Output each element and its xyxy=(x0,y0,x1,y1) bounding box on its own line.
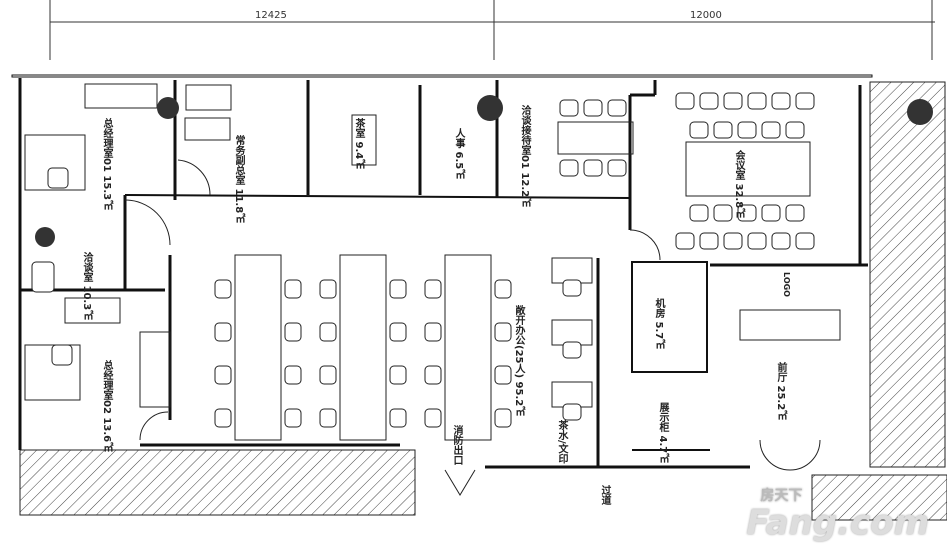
chair xyxy=(319,408,337,428)
chair xyxy=(699,232,719,250)
desk xyxy=(551,319,593,346)
sofa xyxy=(139,331,171,408)
chair xyxy=(214,365,232,385)
sofa xyxy=(64,297,121,324)
chair xyxy=(699,92,719,110)
chair xyxy=(559,99,579,117)
chair xyxy=(795,92,815,110)
chair xyxy=(607,99,627,117)
chair xyxy=(771,92,791,110)
chair xyxy=(723,232,743,250)
chair xyxy=(761,204,781,222)
chair xyxy=(771,232,791,250)
room-label: 洽谈室 10.3㎡ xyxy=(81,252,92,321)
chair xyxy=(747,232,767,250)
chair xyxy=(562,279,582,297)
chair xyxy=(562,403,582,421)
chair xyxy=(319,322,337,342)
chair xyxy=(47,167,69,189)
chair xyxy=(494,322,512,342)
sofa xyxy=(84,83,158,109)
room-label: 茶室 9.4㎡ xyxy=(353,118,364,170)
workstation-desk xyxy=(234,254,282,441)
chair xyxy=(713,204,733,222)
chair xyxy=(424,365,442,385)
chair xyxy=(389,322,407,342)
chair xyxy=(675,232,695,250)
chair xyxy=(785,204,805,222)
room-label: 敞开办公(25人) 95.2㎡ xyxy=(513,305,524,417)
desk xyxy=(551,257,593,284)
chair xyxy=(494,365,512,385)
chair xyxy=(583,159,603,177)
pantry-label: 茶水/文印 xyxy=(556,420,567,464)
room-label: 机房 5.7㎡ xyxy=(653,298,664,350)
chair xyxy=(284,365,302,385)
chair xyxy=(319,365,337,385)
room-label: 人事 6.5㎡ xyxy=(453,128,464,180)
chair xyxy=(785,121,805,139)
columns xyxy=(35,95,933,247)
desk xyxy=(24,344,81,401)
chair xyxy=(284,279,302,299)
fire-exit-label: 消防出口 xyxy=(451,425,462,465)
desk xyxy=(551,381,593,408)
room-label: 前厅 25.2㎡ xyxy=(775,362,786,421)
corridor-label: 过道 xyxy=(599,485,610,505)
chair xyxy=(214,279,232,299)
dimension-line xyxy=(49,0,935,60)
chair xyxy=(559,159,579,177)
logo-label: LOGO xyxy=(782,272,791,297)
dimension-right: 12000 xyxy=(690,10,722,21)
chair xyxy=(607,159,627,177)
chair xyxy=(713,121,733,139)
room-label: 会议室 32.8㎡ xyxy=(733,150,744,219)
dimension-left: 12425 xyxy=(255,10,287,21)
doors xyxy=(124,159,821,496)
chair xyxy=(723,92,743,110)
chair xyxy=(689,121,709,139)
room-label: 常务副总室 11.8㎡ xyxy=(233,135,244,224)
chair xyxy=(494,408,512,428)
chair xyxy=(214,408,232,428)
room-label: 总经理室01 15.3㎡ xyxy=(101,118,112,211)
chair xyxy=(284,408,302,428)
conference-table xyxy=(351,114,841,341)
sofa xyxy=(185,84,232,111)
chair xyxy=(795,232,815,250)
chair xyxy=(389,408,407,428)
hatched-walls xyxy=(19,81,947,521)
chair xyxy=(424,322,442,342)
chair xyxy=(737,204,757,222)
workstation-desk xyxy=(339,254,387,441)
chair xyxy=(389,279,407,299)
chair xyxy=(675,92,695,110)
chair xyxy=(583,99,603,117)
chair xyxy=(747,92,767,110)
room-label: 展示柜 4.7㎡ xyxy=(657,402,668,464)
chair xyxy=(214,322,232,342)
chair xyxy=(424,408,442,428)
armchair xyxy=(31,261,55,293)
chairs xyxy=(31,92,815,428)
room-label: 总经理室02 13.6㎡ xyxy=(101,360,112,453)
chair xyxy=(389,365,407,385)
chair xyxy=(737,121,757,139)
chair xyxy=(761,121,781,139)
chair xyxy=(319,279,337,299)
room-label: 洽谈接待室01 12.2㎡ xyxy=(519,105,530,208)
chair xyxy=(424,279,442,299)
desk xyxy=(24,134,86,191)
workstation-desk xyxy=(444,254,492,441)
chair xyxy=(284,322,302,342)
chair xyxy=(562,341,582,359)
chair xyxy=(494,279,512,299)
chair xyxy=(51,344,73,366)
chair xyxy=(689,204,709,222)
cabinet xyxy=(184,117,231,141)
